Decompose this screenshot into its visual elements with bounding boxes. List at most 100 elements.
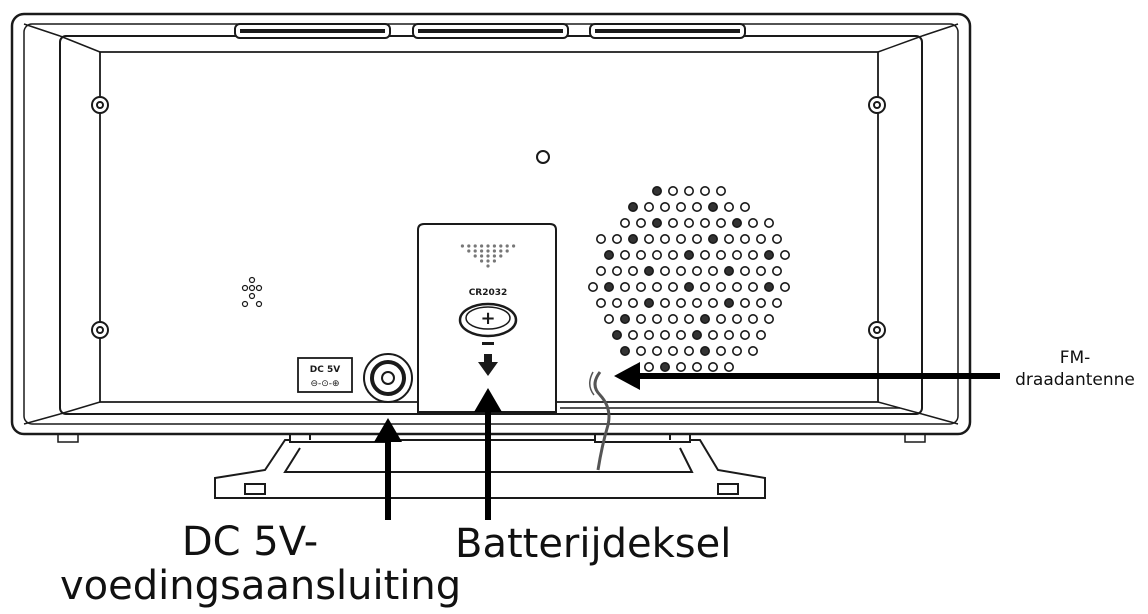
grip-dot xyxy=(511,244,516,248)
dc-plate-text: DC 5V xyxy=(310,365,340,375)
dc-input-label-line1: DC 5V- xyxy=(181,519,319,565)
speaker-hole xyxy=(699,345,710,356)
speaker-hole xyxy=(739,234,750,245)
speaker-hole xyxy=(723,202,734,213)
speaker-hole xyxy=(611,234,622,245)
speaker-hole xyxy=(659,234,670,245)
speaker-hole xyxy=(643,234,654,245)
speaker-hole xyxy=(667,313,678,324)
small-grille-hole xyxy=(241,300,249,308)
battery-cover: CR2032 + xyxy=(417,223,557,413)
grip-dot xyxy=(492,249,496,253)
speaker-hole xyxy=(763,218,774,229)
speaker-hole xyxy=(651,281,662,292)
speaker-hole xyxy=(651,313,662,324)
speaker-hole xyxy=(619,281,630,292)
speaker-hole xyxy=(723,265,734,276)
grip-dot xyxy=(480,259,484,263)
speaker-hole xyxy=(715,250,726,261)
speaker-hole xyxy=(731,345,742,356)
grip-dot xyxy=(499,244,503,248)
speaker-hole xyxy=(715,218,726,229)
grip-dot xyxy=(480,249,484,253)
grip-dot xyxy=(492,244,496,248)
speaker-hole xyxy=(619,250,630,261)
speaker-hole xyxy=(731,313,742,324)
grip-dot xyxy=(492,259,496,263)
speaker-hole xyxy=(699,281,710,292)
speaker-hole xyxy=(715,313,726,324)
fm-antenna-label: FM- draadantenne xyxy=(1002,347,1148,391)
dc-jack xyxy=(363,353,413,403)
speaker-hole xyxy=(651,186,662,197)
speaker-hole xyxy=(739,265,750,276)
speaker-hole xyxy=(739,329,750,340)
speaker-hole xyxy=(683,186,694,197)
grip-dot xyxy=(467,244,471,248)
speaker-hole xyxy=(691,265,702,276)
dc-input-label-line2: voedingsaansluiting xyxy=(60,563,462,609)
small-grille xyxy=(241,276,263,308)
speaker-hole xyxy=(643,297,654,308)
speaker-hole xyxy=(691,202,702,213)
svg-text:+: + xyxy=(480,308,495,329)
callout-arrows xyxy=(374,362,1000,520)
grip-dot xyxy=(480,254,484,258)
speaker-hole xyxy=(707,265,718,276)
grip-dot xyxy=(505,244,509,248)
speaker-hole xyxy=(675,361,686,372)
speaker-hole xyxy=(659,202,670,213)
speaker-hole xyxy=(747,313,758,324)
speaker-hole xyxy=(659,361,670,372)
speaker-hole xyxy=(723,329,734,340)
speaker-hole xyxy=(755,265,766,276)
speaker-hole xyxy=(659,297,670,308)
speaker-hole xyxy=(675,329,686,340)
small-grille-hole xyxy=(248,292,256,300)
speaker-hole xyxy=(611,297,622,308)
speaker-hole xyxy=(635,281,646,292)
speaker-hole xyxy=(595,297,606,308)
speaker-hole xyxy=(667,186,678,197)
speaker-hole xyxy=(675,297,686,308)
speaker-hole xyxy=(747,281,758,292)
speaker-hole xyxy=(691,361,702,372)
speaker-hole xyxy=(699,218,710,229)
small-grille-hole xyxy=(255,300,263,308)
grip-dot xyxy=(480,244,484,248)
small-grille-hole xyxy=(248,276,256,284)
speaker-hole xyxy=(723,234,734,245)
speaker-hole xyxy=(771,234,782,245)
grip-dot xyxy=(473,249,477,253)
speaker-hole xyxy=(659,265,670,276)
speaker-hole xyxy=(611,265,622,276)
speaker-hole xyxy=(763,250,774,261)
grip-dot xyxy=(486,259,490,263)
speaker-hole xyxy=(771,265,782,276)
speaker-hole xyxy=(739,297,750,308)
speaker-hole xyxy=(667,345,678,356)
speaker-hole xyxy=(643,265,654,276)
small-grille-hole xyxy=(255,284,263,292)
speaker-hole xyxy=(611,329,622,340)
speaker-hole xyxy=(619,313,630,324)
speaker-hole xyxy=(627,297,638,308)
speaker-hole xyxy=(731,218,742,229)
speaker-hole xyxy=(595,265,606,276)
dc-input-label: DC 5V- voedingsaansluiting xyxy=(60,519,462,609)
grip-dot xyxy=(473,244,477,248)
speaker-hole xyxy=(691,297,702,308)
speaker-hole xyxy=(691,234,702,245)
speaker-hole xyxy=(667,218,678,229)
speaker-hole xyxy=(619,218,630,229)
speaker-hole xyxy=(683,250,694,261)
grip-dot xyxy=(505,249,509,253)
speaker-hole xyxy=(651,345,662,356)
speaker-hole xyxy=(643,361,654,372)
speaker-hole xyxy=(755,234,766,245)
speaker-hole xyxy=(779,281,790,292)
speaker-hole xyxy=(643,202,654,213)
speaker-hole xyxy=(667,281,678,292)
speaker-hole xyxy=(627,234,638,245)
